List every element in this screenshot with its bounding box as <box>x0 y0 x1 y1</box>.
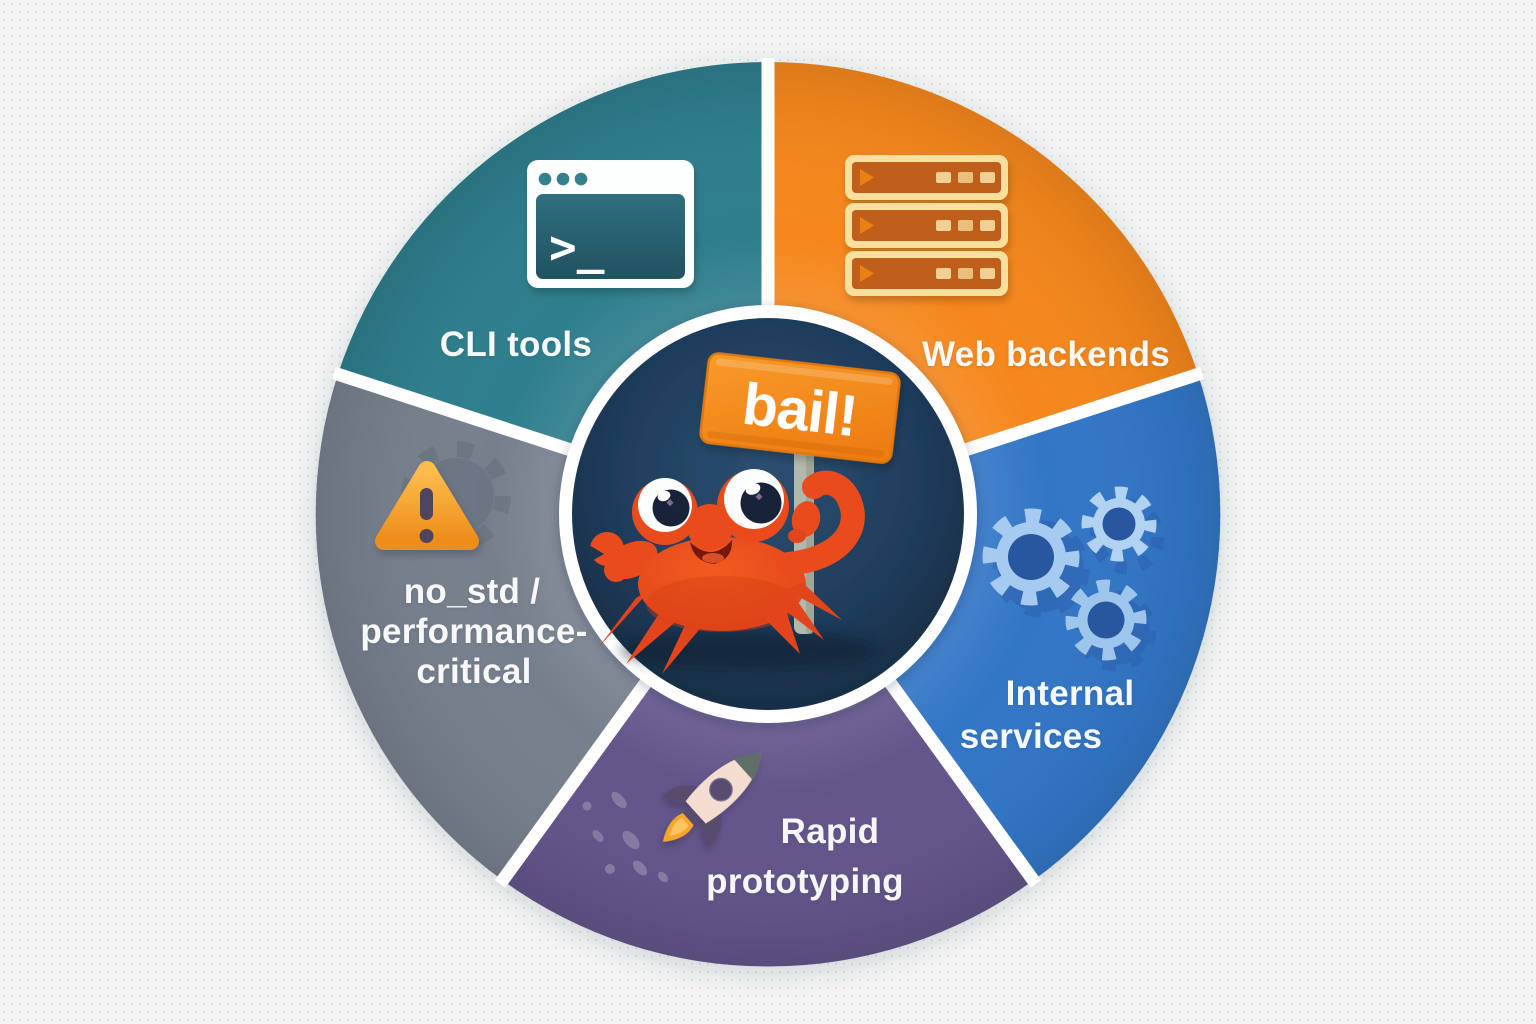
label-rapid-line2: prototyping <box>706 861 904 901</box>
crab-mouth <box>690 540 733 564</box>
server-bar <box>845 251 1008 296</box>
label-internal-line1: Internal <box>1005 673 1135 713</box>
bail-sign-text: bail! <box>739 372 860 450</box>
crab-mascot: bail! <box>589 352 901 674</box>
crab-arm-right <box>776 470 865 576</box>
crab-eyes <box>638 469 784 532</box>
label-internal-line2: services <box>959 716 1103 756</box>
warning-triangle-icon <box>375 441 511 551</box>
server-bar <box>845 203 1008 248</box>
label-no-std-line1: no_std / <box>403 571 541 611</box>
label-no-std-line2: performance- <box>360 611 588 651</box>
label-web-backends: Web backends <box>921 334 1171 374</box>
rocket-icon <box>582 753 762 883</box>
label-rapid-line1: Rapid <box>780 811 880 851</box>
gears-icon <box>982 486 1165 672</box>
crab-body <box>638 537 806 631</box>
label-no-std-line3: critical <box>416 651 532 691</box>
bail-sign: bail! <box>699 352 901 464</box>
server-stack-icon <box>845 155 1008 296</box>
crab-claw-right <box>788 501 821 543</box>
terminal-prompt: >_ <box>549 220 605 274</box>
server-bar <box>845 155 1008 200</box>
label-cli-tools: CLI tools <box>439 324 593 364</box>
crab-legs-right <box>756 582 842 654</box>
terminal-icon: >_ <box>527 160 694 288</box>
